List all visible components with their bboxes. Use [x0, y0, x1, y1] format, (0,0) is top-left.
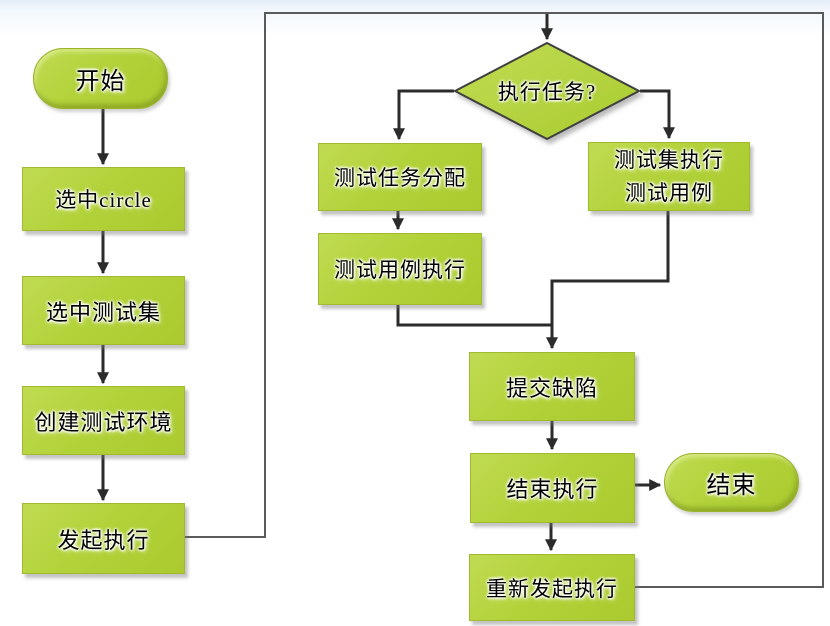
node-set-exec-label-line1: 测试集执行 [614, 147, 724, 172]
node-select-circle-label: 选中circle [55, 188, 152, 212]
node-case-exec: 测试用例执行 [318, 233, 482, 305]
node-task-assign: 测试任务分配 [318, 143, 482, 211]
connector-decision-to-set-exec [640, 89, 675, 140]
node-set-exec-label-line2: 测试用例 [625, 180, 713, 205]
node-submit-defect: 提交缺陷 [469, 352, 635, 421]
node-restart-exec-label: 重新发起执行 [486, 576, 618, 601]
node-submit-defect-label: 提交缺陷 [505, 375, 598, 401]
node-end-exec-label: 结束执行 [506, 477, 599, 502]
node-start: 开始 [33, 48, 168, 109]
node-create-env-label: 创建测试环境 [34, 409, 173, 435]
node-end-exec: 结束执行 [470, 453, 635, 523]
node-end-label: 结束 [706, 473, 757, 499]
node-select-testset: 选中测试集 [22, 276, 185, 345]
decision-diamond-shape [452, 41, 642, 141]
connector-case-exec-merge [396, 304, 551, 327]
node-select-testset-label: 选中测试集 [45, 299, 161, 325]
connector-decision-to-task-assign [393, 89, 454, 141]
node-create-env: 创建测试环境 [22, 386, 185, 455]
node-restart-exec: 重新发起执行 [469, 554, 635, 621]
node-decision: 执行任务? [457, 74, 637, 108]
node-task-assign-label: 测试任务分配 [334, 166, 466, 190]
node-select-circle: 选中circle [22, 167, 185, 231]
node-end: 结束 [664, 453, 799, 512]
node-set-exec: 测试集执行 测试用例 [588, 142, 750, 211]
connector-loop-rail [183, 12, 824, 588]
node-start-label: 开始 [75, 69, 126, 95]
node-initiate-exec-label: 发起执行 [57, 527, 150, 553]
node-decision-label: 执行任务? [497, 80, 597, 104]
node-case-exec-label: 测试用例执行 [334, 258, 466, 282]
node-initiate-exec: 发起执行 [22, 503, 185, 574]
connector-set-exec-to-submit-defect [546, 211, 670, 350]
